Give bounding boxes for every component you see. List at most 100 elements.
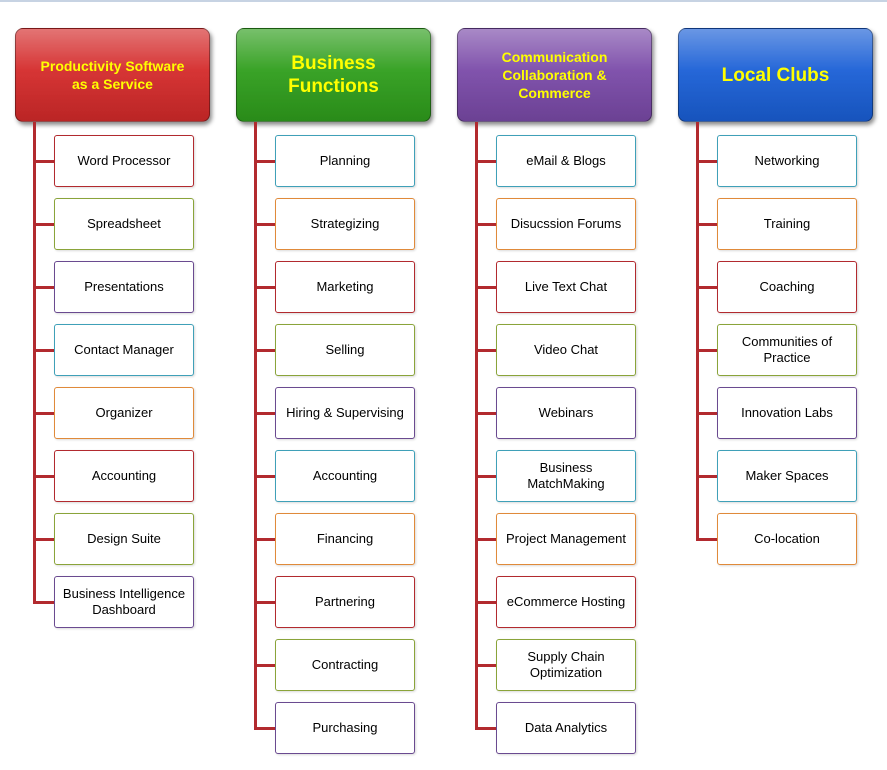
node-label: Marketing [316,279,374,294]
diagram-node: Marketing [275,261,415,313]
diagram-node: Co-location [717,513,857,565]
node-label: Financing [316,531,374,546]
connector-branch [476,349,496,352]
connector-branch [476,727,496,730]
connector-branch [255,727,275,730]
diagram-node: Training [717,198,857,250]
connector-branch [697,286,717,289]
node-label: Training [763,216,811,231]
connector-branch [476,664,496,667]
connector-branch [476,412,496,415]
node-label: Accounting [91,468,157,483]
connector-branch [34,223,54,226]
diagram-node: Spreadsheet [54,198,194,250]
connector-branch [697,223,717,226]
node-label: Disucssion Forums [510,216,622,231]
connector-branch [255,286,275,289]
node-label: Organizer [95,405,153,420]
node-label: Networking [754,153,820,168]
diagram-node: Purchasing [275,702,415,754]
diagram-node: Live Text Chat [496,261,636,313]
node-label: Contracting [311,657,379,672]
node-label: Live Text Chat [524,279,608,294]
diagram-node: eMail & Blogs [496,135,636,187]
connector-branch [255,349,275,352]
node-label: eCommerce Hosting [506,594,626,609]
node-label: Word Processor [77,153,171,168]
diagram-node: Design Suite [54,513,194,565]
diagram-node: Planning [275,135,415,187]
diagram-node: Organizer [54,387,194,439]
diagram-node: Contracting [275,639,415,691]
connector-spine [475,122,478,730]
column-header: Local Clubs [678,28,873,122]
node-label: Innovation Labs [741,405,833,420]
node-label: Video Chat [533,342,599,357]
column-title: Local Clubs [721,64,830,86]
diagram-node: Contact Manager [54,324,194,376]
node-label: Design Suite [87,531,161,546]
node-label: Strategizing [310,216,380,231]
node-label: Coaching [759,279,815,294]
diagram-node: Partnering [275,576,415,628]
node-label: Webinars [538,405,594,420]
connector-branch [255,160,275,163]
connector-spine [33,122,36,604]
diagram-node: Word Processor [54,135,194,187]
connector-branch [255,475,275,478]
connector-branch [697,412,717,415]
diagram-node: Coaching [717,261,857,313]
top-divider [0,0,887,2]
connector-branch [697,160,717,163]
diagram-node: Accounting [54,450,194,502]
node-label: Planning [319,153,371,168]
node-label: eMail & Blogs [526,153,606,168]
connector-branch [476,286,496,289]
connector-branch [34,412,54,415]
node-label: Contact Manager [74,342,174,357]
connector-branch [255,412,275,415]
connector-branch [34,475,54,478]
node-label: Data Analytics [524,720,608,735]
connector-spine [254,122,257,730]
connector-branch [476,160,496,163]
connector-branch [255,223,275,226]
node-label: Partnering [315,594,375,609]
connector-branch [476,475,496,478]
diagram-node: Disucssion Forums [496,198,636,250]
diagram-node: Presentations [54,261,194,313]
connector-branch [476,601,496,604]
connector-branch [476,223,496,226]
connector-spine [696,122,699,541]
node-label: Hiring & Supervising [286,405,404,420]
diagram-node: Webinars [496,387,636,439]
node-label: Accounting [312,468,378,483]
diagram-node: Networking [717,135,857,187]
connector-branch [476,538,496,541]
connector-branch [255,538,275,541]
diagram-node: Strategizing [275,198,415,250]
diagram-node: Innovation Labs [717,387,857,439]
diagram-node: Project Management [496,513,636,565]
diagram-node: eCommerce Hosting [496,576,636,628]
node-label: Maker Spaces [745,468,829,483]
diagram-node: Financing [275,513,415,565]
connector-branch [34,286,54,289]
connector-branch [34,160,54,163]
connector-branch [697,475,717,478]
